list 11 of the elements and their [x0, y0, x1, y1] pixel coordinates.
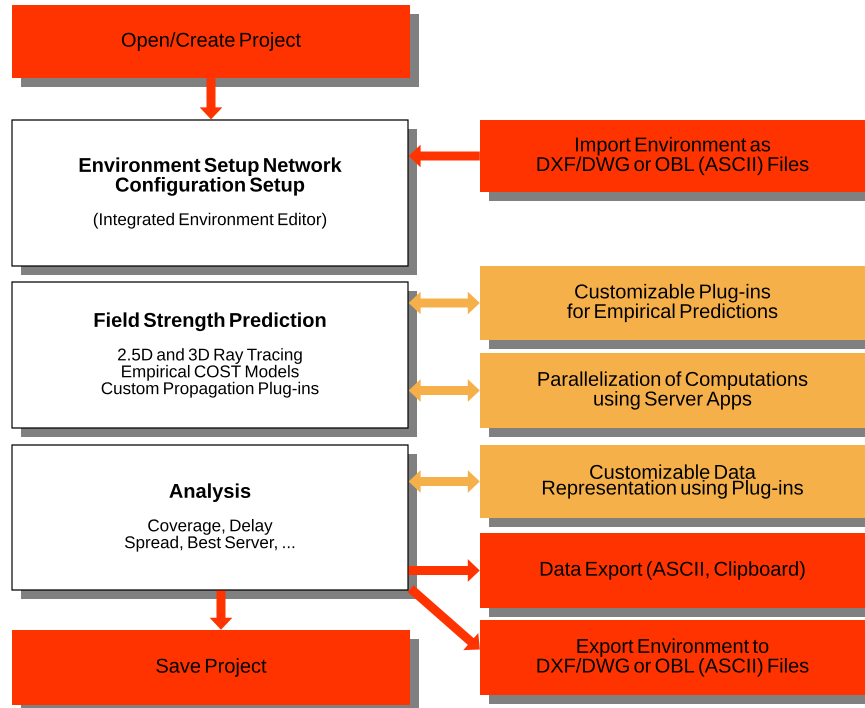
plugin-box: Parallelization of Computations using Server Apps — [480, 352, 865, 437]
process-box: Analysis Coverage, Delay Spread, Best Server, ... — [11, 444, 417, 599]
action-box: Open/Create Project — [12, 4, 419, 87]
action-box: Export Environment to DXF/DWG or OBL (ASCII) Files — [480, 620, 865, 704]
process-box: Environment Setup Network Configuration Setup (Integrated Environment Editor) — [11, 119, 417, 275]
action-box: Import Environment as DXF/DWG or OBL (ASCII) Files — [480, 120, 865, 201]
plugin-box: Customizable Data Representation using Plug-ins — [480, 444, 865, 527]
action-box: Data Export (ASCII, Clipboard) — [480, 532, 865, 617]
plugin-box: Customizable Plug-ins for Empirical Predictions — [480, 266, 865, 349]
action-box: Save Project — [12, 630, 419, 708]
process-box: Field Strength Prediction 2.5D and 3D Ray Tracing Empirical COST Models Custom Propagation Plug-ins — [11, 281, 417, 437]
